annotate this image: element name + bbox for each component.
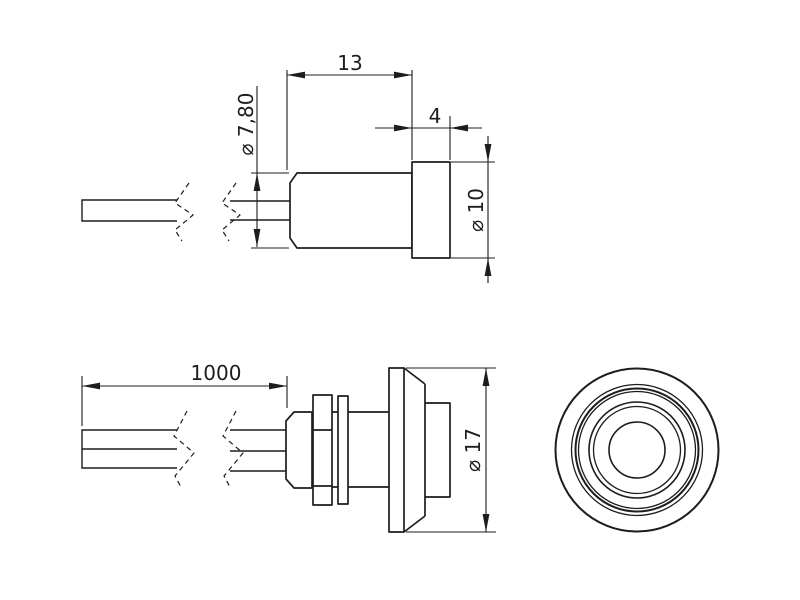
lamp-cable-jacket [81, 199, 177, 222]
dim-label-cable-length: 1000 [191, 361, 242, 385]
assembly-side-view: 1000 ⌀ 17 [81, 361, 496, 533]
dim-lamp-head-diameter: ⌀ 10 [451, 136, 495, 283]
arrowhead-icon [482, 514, 490, 532]
break-symbol-icon [174, 182, 194, 242]
arrowhead-icon [287, 71, 305, 79]
arrowhead-icon [253, 173, 261, 191]
assembly-front-view [554, 367, 720, 533]
rear-cap-outline [285, 411, 313, 489]
arrowhead-icon [482, 368, 490, 386]
dim-label-flange-diameter: ⌀ 17 [461, 428, 485, 472]
dim-lamp-head-length: 4 [375, 104, 482, 160]
bezel-edge-circle [577, 390, 697, 510]
dim-label-body-length: 13 [337, 51, 362, 75]
front-cylinder-outline [425, 402, 451, 498]
dim-label-head-length: 4 [429, 104, 442, 128]
arrowhead-icon [82, 382, 100, 390]
washer-outline [337, 395, 349, 505]
led-dome-circle [608, 421, 666, 479]
bezel-cone-edge [403, 515, 426, 533]
bezel-edge-circle [574, 387, 700, 513]
bezel-cone-edge [403, 367, 426, 385]
flange-outer-circle [554, 367, 720, 533]
lamp-head-outline [411, 161, 451, 259]
break-symbol-icon [173, 410, 195, 490]
lamp-side-view: 13 4 ⌀ 7,80 ⌀ 10 [81, 51, 495, 283]
dim-label-head-diameter: ⌀ 10 [464, 188, 488, 232]
dim-label-body-diameter: ⌀ 7,80 [234, 93, 258, 156]
arrowhead-icon [450, 124, 468, 132]
dim-lamp-body-length: 13 [286, 51, 413, 170]
arrowhead-icon [484, 258, 492, 276]
arrowhead-icon [484, 144, 492, 162]
arrowhead-icon [269, 382, 287, 390]
arrowhead-icon [394, 71, 412, 79]
front-cylinder-circle [588, 401, 686, 499]
break-symbol-icon [221, 182, 241, 242]
dim-cable-length: 1000 [81, 361, 288, 426]
dim-flange-diameter: ⌀ 17 [406, 367, 496, 533]
arrowhead-icon [394, 124, 412, 132]
dim-lamp-body-diameter: ⌀ 7,80 [234, 86, 289, 249]
arrowhead-icon [253, 229, 261, 247]
hex-nut-outline [312, 394, 333, 506]
lens-ring-circle [592, 405, 682, 495]
flange-outline [388, 367, 405, 533]
lamp-body-outline [289, 172, 413, 249]
bezel-edge-circle [570, 383, 704, 517]
break-symbol-icon [222, 410, 244, 490]
